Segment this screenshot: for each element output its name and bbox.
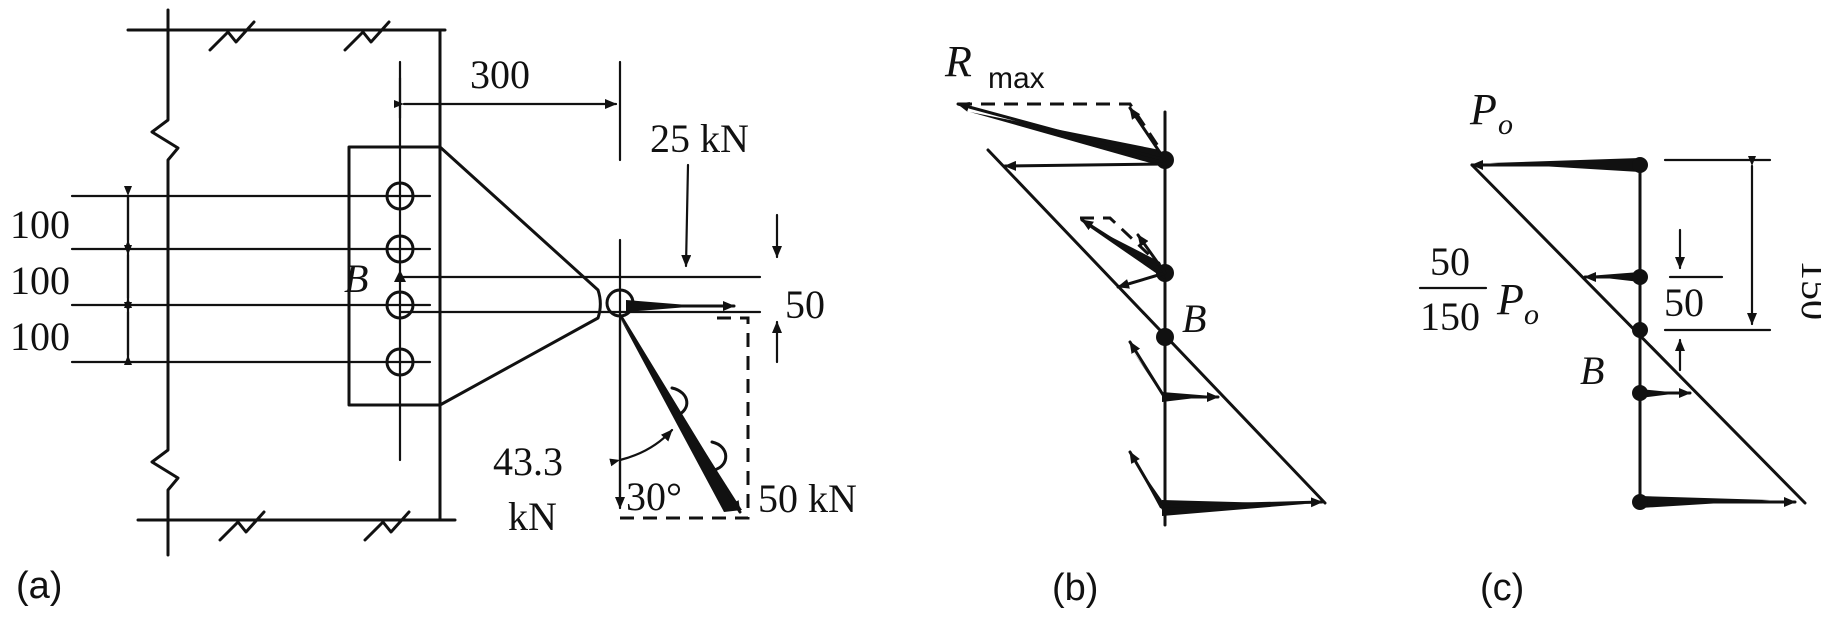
dimension-50: 50 bbox=[1664, 228, 1724, 372]
rmax-subscript: max bbox=[988, 62, 1045, 95]
po-subscript-2: o bbox=[1524, 298, 1539, 331]
dimension-label-150: 150 bbox=[1793, 260, 1821, 320]
dimension-150: 150 bbox=[1663, 156, 1821, 332]
bolt bbox=[385, 181, 415, 211]
bottom-bolt-force bbox=[1632, 494, 1797, 510]
centroid-label-b: B bbox=[1182, 296, 1206, 341]
horizontal-load-arrow bbox=[626, 300, 736, 312]
dimension-label-50: 50 bbox=[1664, 280, 1704, 325]
load-label-43kn-unit: kN bbox=[508, 494, 557, 539]
load-label-43kn-value: 43.3 bbox=[493, 439, 563, 484]
bolt-group bbox=[385, 181, 415, 377]
load-label-50kn: 50 kN bbox=[758, 476, 857, 521]
dimension-label-100-top: 100 bbox=[10, 202, 70, 247]
angle-label: 30° bbox=[626, 474, 682, 519]
centroid-label-b: B bbox=[344, 256, 368, 301]
bolt bbox=[385, 290, 415, 320]
panel-a: B 100 100 100 300 25 kN bbox=[10, 8, 857, 607]
panel-c: P o 50 150 P o B bbox=[1418, 85, 1821, 609]
dimension-label-100-bot: 100 bbox=[10, 314, 70, 359]
top-bolt-force-vectors bbox=[956, 102, 1168, 171]
po-label: P bbox=[1469, 85, 1497, 134]
fraction-denominator: 150 bbox=[1420, 294, 1480, 339]
panel-b: R max B (b) bbox=[944, 37, 1327, 609]
fraction-numerator: 50 bbox=[1430, 239, 1470, 284]
top-bolt-force bbox=[1470, 157, 1648, 173]
second-bolt-force bbox=[1583, 269, 1648, 285]
bolt bbox=[385, 234, 415, 264]
load-label-25kn: 25 kN bbox=[650, 116, 749, 161]
po-subscript: o bbox=[1498, 108, 1513, 141]
dimension-label-300: 300 bbox=[470, 52, 530, 97]
lower-bolt-force bbox=[1632, 385, 1692, 401]
caption-a: (a) bbox=[16, 565, 62, 607]
dimension-eccentricity: 300 bbox=[394, 52, 622, 162]
dimension-label-50: 50 bbox=[785, 282, 825, 327]
inclined-load: 30° 50 kN bbox=[609, 316, 857, 521]
caption-c: (c) bbox=[1480, 567, 1524, 609]
second-bolt-force-vectors bbox=[1080, 216, 1167, 289]
bottom-bolt-force-vectors bbox=[1128, 450, 1324, 516]
dimension-offset-50: 50 bbox=[772, 213, 825, 364]
centroid-dot bbox=[1632, 322, 1648, 338]
column-frame bbox=[126, 8, 457, 557]
caption-b: (b) bbox=[1052, 567, 1098, 609]
dimension-label-100-mid: 100 bbox=[10, 258, 70, 303]
bolt bbox=[385, 347, 415, 377]
dimension-bolt-spacing: 100 100 100 bbox=[10, 186, 132, 365]
lower-bolt-force-vectors bbox=[1128, 340, 1220, 402]
centroid-label-b: B bbox=[1580, 348, 1604, 393]
centroid-marker bbox=[394, 270, 406, 282]
po-label-2: P bbox=[1496, 275, 1524, 324]
rmax-label: R bbox=[944, 37, 972, 86]
bolt-row-lines bbox=[70, 194, 432, 364]
centroid-dot bbox=[1156, 328, 1174, 346]
